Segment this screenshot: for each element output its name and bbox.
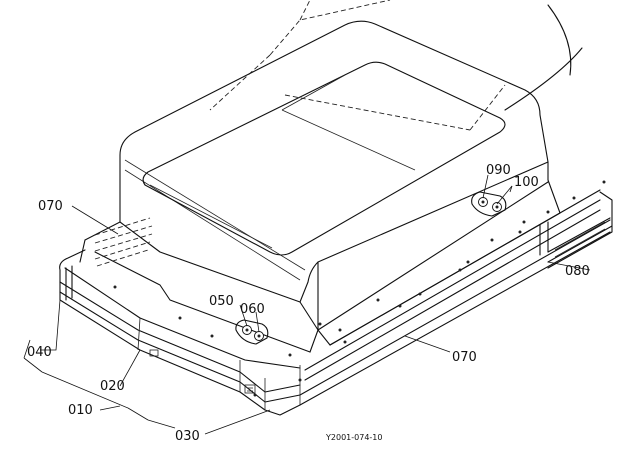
- label-030: 030: [175, 429, 200, 444]
- label-090: 090: [486, 163, 511, 178]
- part-labels: 070 040 020 010 030 050 060 090 100 070 …: [27, 163, 590, 444]
- figure-code: Y2001-074-10: [325, 433, 382, 442]
- label-010: 010: [68, 403, 93, 418]
- label-020: 020: [100, 379, 125, 394]
- label-070-front: 070: [38, 199, 63, 214]
- label-050: 050: [209, 294, 234, 309]
- bolts: [113, 180, 606, 397]
- label-080: 080: [565, 264, 590, 279]
- label-060: 060: [240, 302, 265, 317]
- label-100: 100: [514, 175, 539, 190]
- leader-lines: [23, 174, 591, 435]
- seat-outline: [209, 0, 583, 131]
- label-070-side: 070: [452, 350, 477, 365]
- label-040: 040: [27, 345, 52, 360]
- frame-rails: [59, 189, 613, 416]
- hood-body: [79, 20, 561, 353]
